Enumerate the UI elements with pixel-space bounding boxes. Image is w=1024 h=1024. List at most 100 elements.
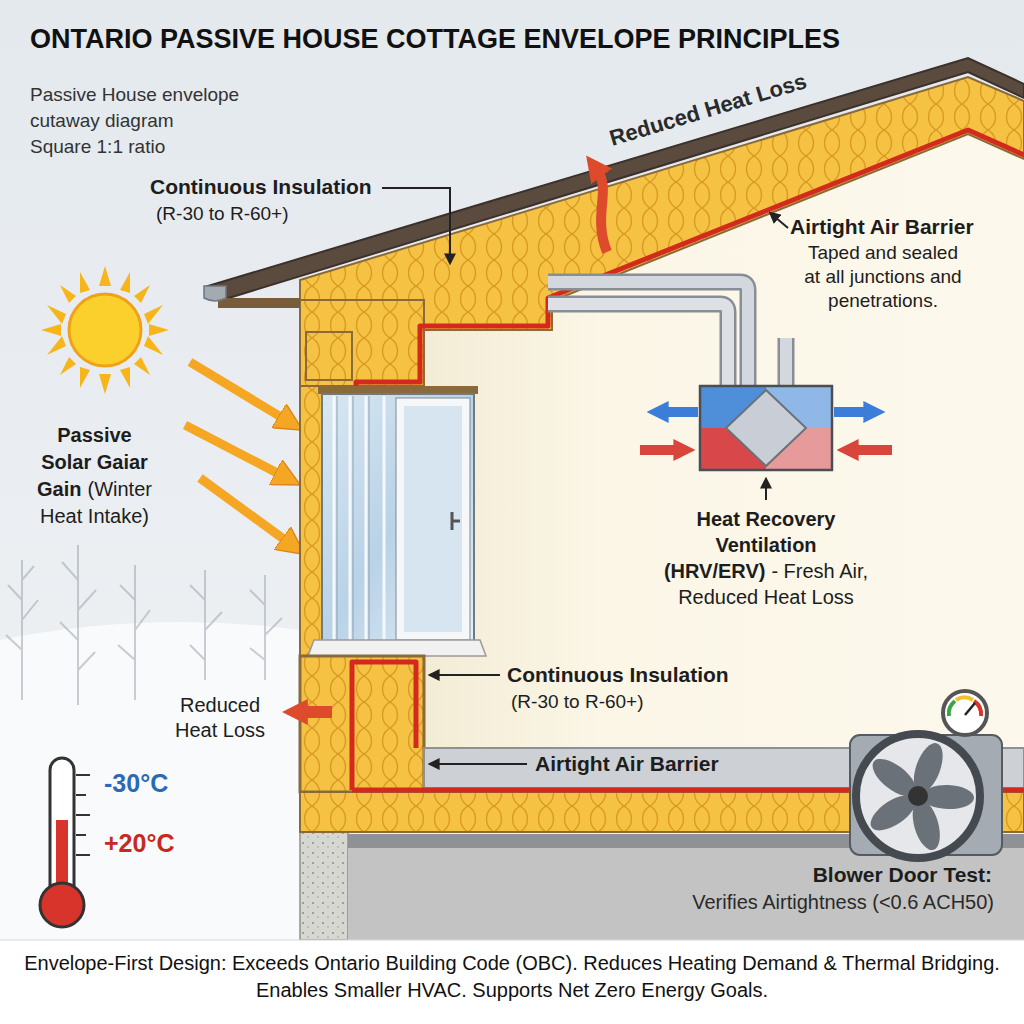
callout-box: Verifies Airtightness (<0.6 ACH50) [692,890,994,915]
thermometer [76,854,90,856]
callout-box: Continuous Insulation [507,662,729,687]
window [349,396,352,642]
window [308,640,486,656]
sun [41,324,61,336]
temperature-label: -30°C [104,768,168,798]
callout-note: Verifies Airtightness (<0.6 ACH50) [692,890,994,915]
sun [99,266,111,286]
snow-ground [0,622,300,940]
thermometer [40,883,84,927]
window [400,402,466,636]
sun [144,305,163,324]
callout-box: (R-30 to R-60+) [156,202,289,226]
air-barrier-line [356,130,1024,392]
window [369,396,370,642]
thermometer [76,814,90,816]
temperature-label: +20°C [104,828,174,858]
sun [80,367,90,388]
lower-wall-and-floor [300,656,424,792]
window [452,512,460,530]
window [322,394,474,644]
solar-gain-arrows [200,478,289,543]
solar-gain-arrows [185,425,283,476]
leader-arrows [765,485,767,500]
window [308,386,486,656]
blower-door-fan [943,691,987,735]
callout-label: Airtight Air Barrier [535,751,719,776]
callout-box: (R-30 to R-60+) [511,690,644,714]
air-barrier-line-redraw [352,662,416,790]
callout-label: Blower Door Test: [813,862,992,888]
diagram-title: ONTARIO PASSIVE HOUSE COTTAGE ENVELOPE P… [30,22,840,56]
sun [41,266,169,394]
callout-box: Airtight Air Barrier [790,214,974,239]
thermometer [40,758,90,927]
callout-label: Continuous Insulation [507,662,729,687]
blower-door-fan [850,691,1002,858]
snowy-trees [6,545,282,705]
hrv-airflow-arrows [852,445,892,455]
temperature-box: -30°C [104,768,168,798]
window [337,396,369,642]
sun [134,285,150,303]
snowy-trees [6,560,38,700]
sun [41,266,169,394]
roof-shingles [218,298,300,308]
heat-loss-arrows [300,170,607,712]
foundation [300,832,348,940]
callout-label: Reduced Heat Loss [606,68,809,152]
blower-door-fan [856,734,980,858]
ventilation-ducts [780,338,792,388]
caption-bar [0,940,1024,941]
blower-door-fan [949,701,955,716]
ventilation-ducts [548,304,728,388]
leader-arrows [382,188,450,257]
callout-note: (R-30 to R-60+) [156,202,289,226]
window [365,396,368,642]
thermometer [76,794,86,796]
caption-box: Envelope-First Design: Exceeds Ontario B… [20,950,1004,1004]
heat-loss-arrows [597,170,607,252]
callout-note: (R-30 to R-60+) [511,690,644,714]
sun [144,336,163,355]
sun [120,272,130,293]
leader-arrows [436,674,500,676]
snowy-trees [60,545,96,705]
window [337,396,338,642]
subtitle-text: Passive House envelope cutaway diagram [30,82,245,134]
sun [60,357,76,375]
callout-box: Passive Solar Gaiar Gain(Winter Heat Int… [32,422,157,530]
snow-ground [0,622,300,940]
sun [149,324,169,336]
hrv-airflow-arrows [662,407,698,417]
subtitle-text: Square 1:1 ratio [30,134,165,160]
ventilation-ducts [778,338,795,388]
ventilation-ducts [548,282,748,388]
window [383,396,386,642]
sun [80,272,90,293]
thermometer [76,774,90,776]
callout-box: Heat Recovery Ventilation (HRV/ERV)- Fre… [660,506,872,610]
hrv-unit [726,390,806,466]
ventilation-ducts [548,282,748,388]
hrv-airflow-arrows [834,407,870,417]
sun [47,305,66,324]
snowy-trees [118,565,150,700]
window [396,398,470,640]
sun [47,336,66,355]
callout-label: Continuous Insulation [150,174,372,199]
window [334,396,384,642]
ventilation-ducts [548,282,786,388]
thermometer [76,775,90,855]
callout-box: Continuous Insulation [150,174,372,199]
solar-gain-arrows [190,362,286,420]
sun [120,367,130,388]
window [318,386,478,394]
callout-box: Taped and sealed at all junctions and pe… [798,241,968,313]
hrv-airflow-arrows [640,412,892,450]
snowy-trees [250,575,282,680]
window [353,396,354,642]
hrv-airflow-arrows [640,445,680,455]
